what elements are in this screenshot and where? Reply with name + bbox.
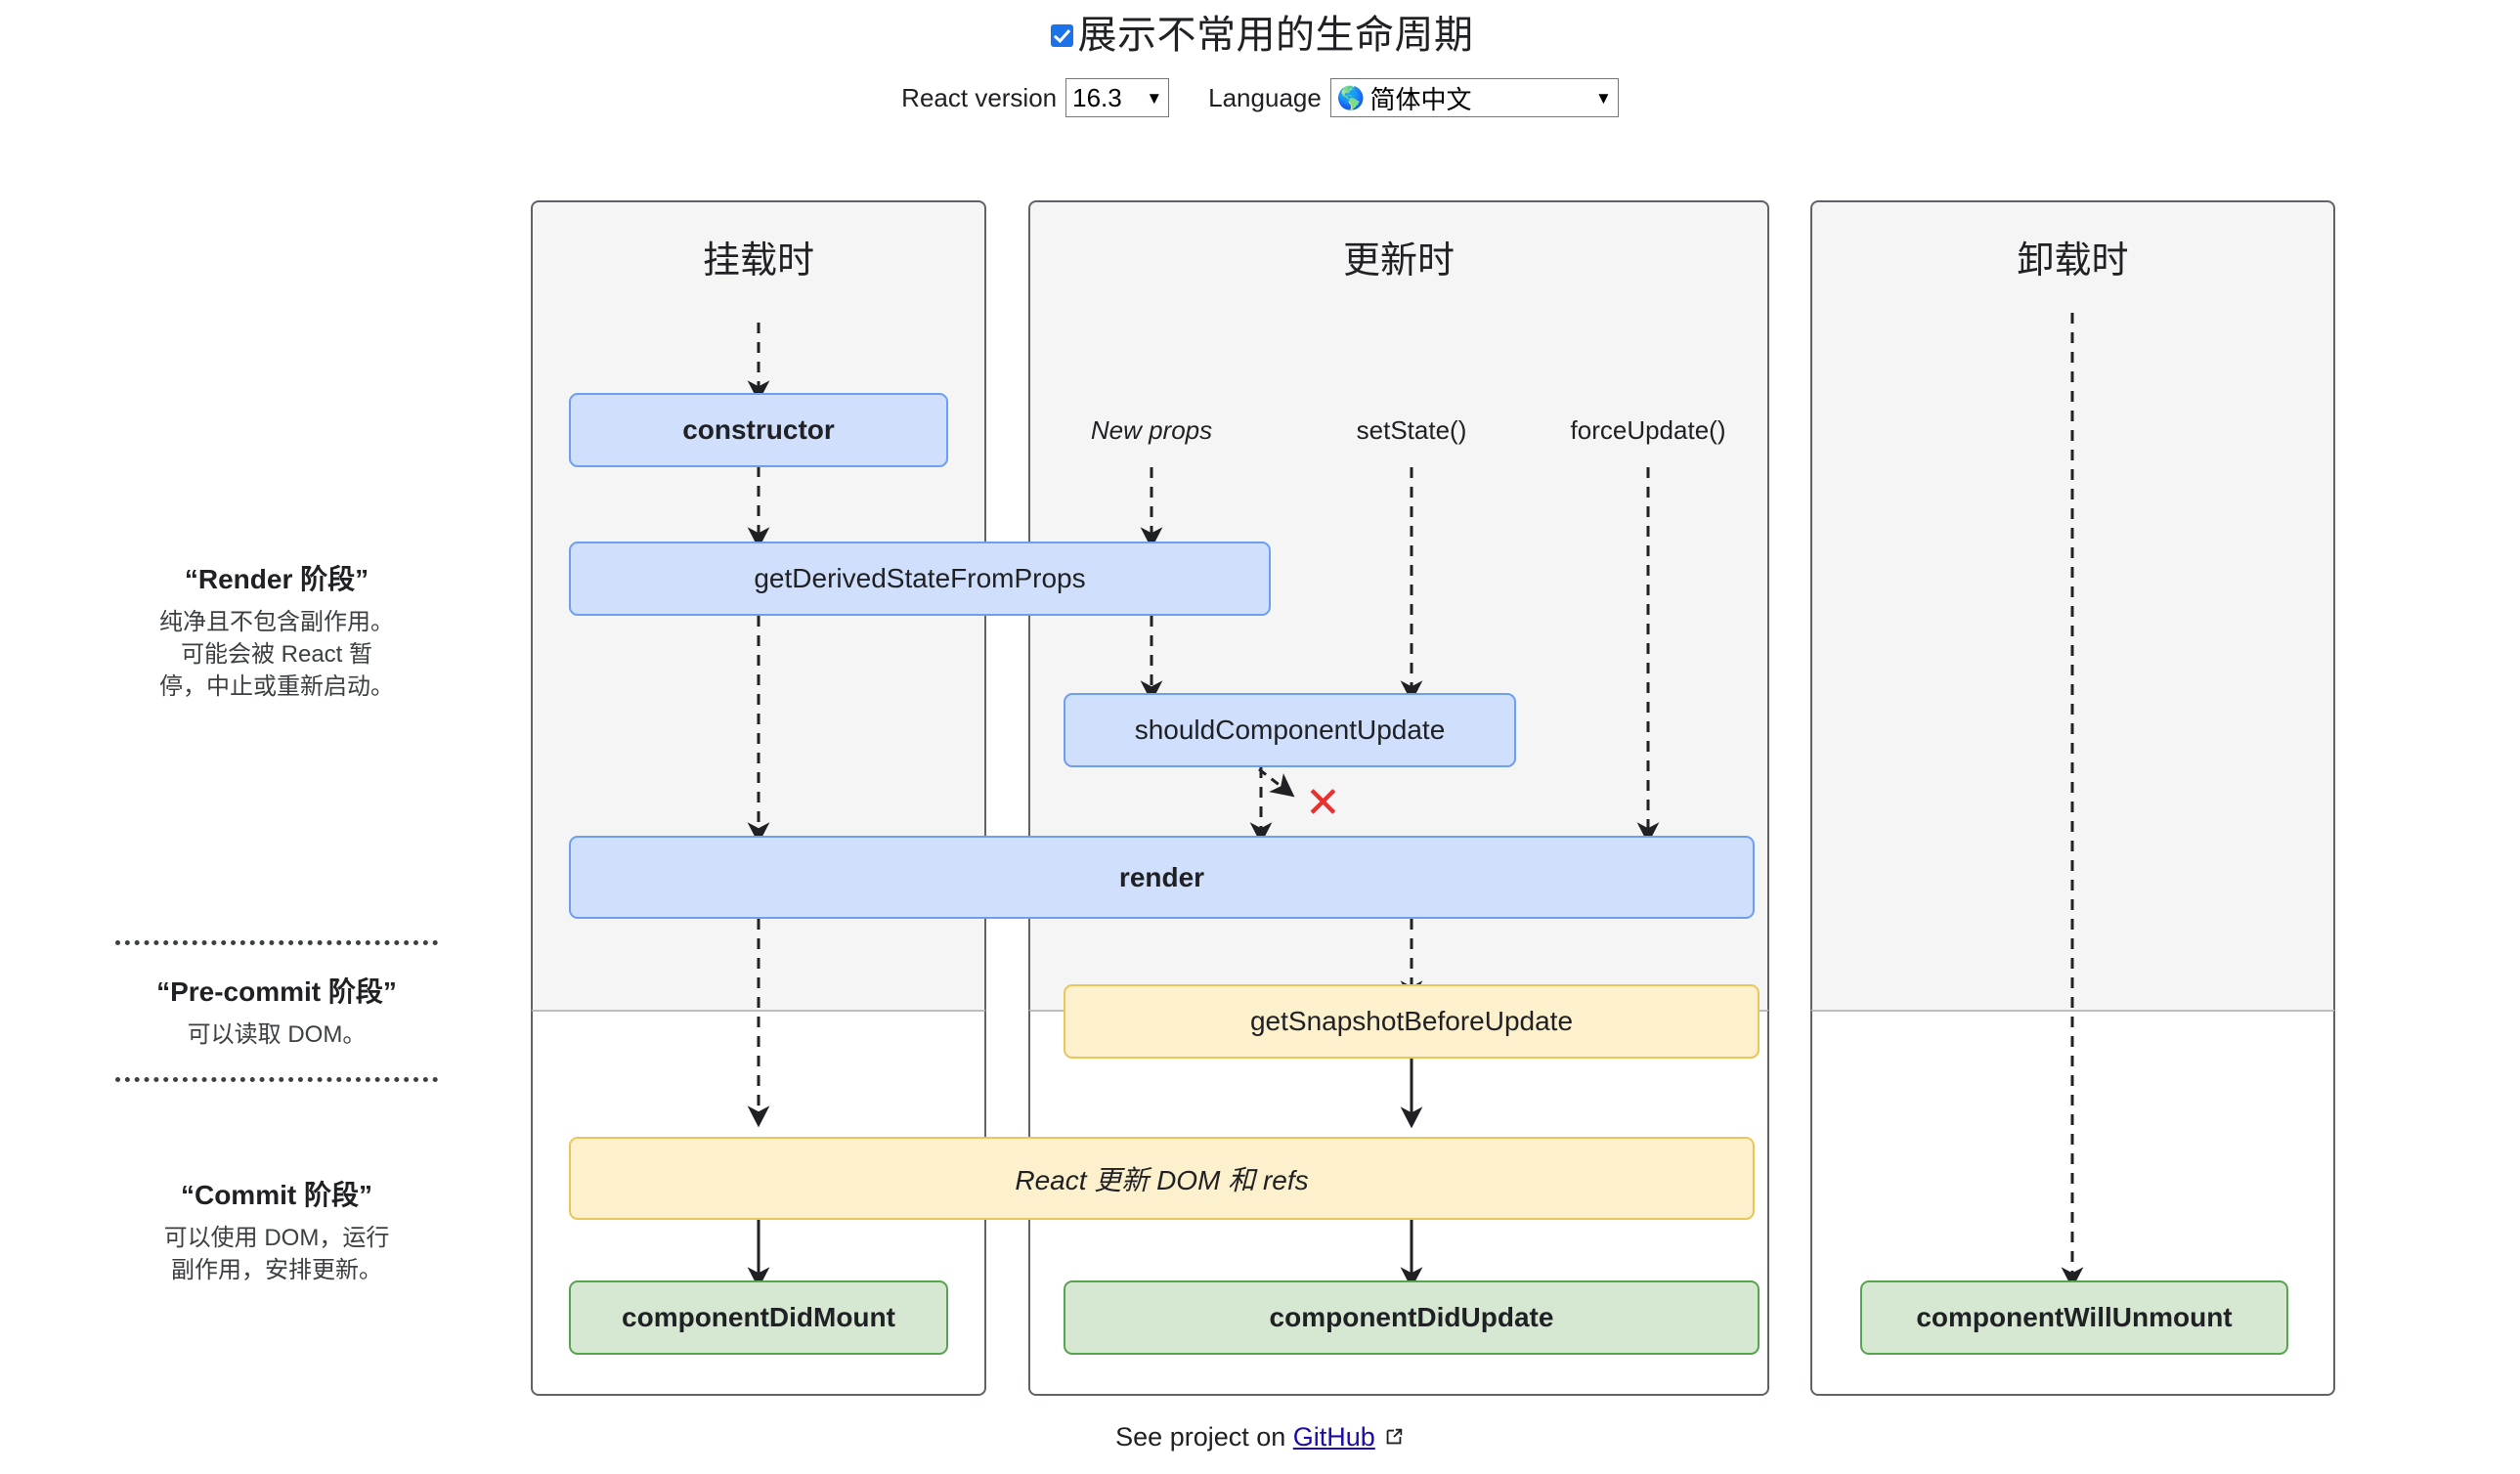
react-version-value: 16.3 (1072, 82, 1122, 112)
page-title: 展示不常用的生命周期 (1077, 14, 1474, 57)
footer-text: See project on (1115, 1422, 1293, 1452)
column-title-mounting: 挂载时 (702, 240, 814, 282)
phase-commit: “Commit 阶段” 可以使用 DOM，运行 副作用，安排更新。 (115, 1178, 438, 1286)
phase-render-desc-l1: 纯净且不包含副作用。 (159, 609, 394, 635)
title-row: 展示不常用的生命周期 (0, 0, 2520, 57)
controls-row: React version 16.3 ▼ Language 🌎 简体中文 ▼ (0, 78, 2520, 117)
trigger-force-update: forceUpdate() (1570, 415, 1726, 445)
language-label: Language (1208, 82, 1322, 112)
header: 展示不常用的生命周期 React version 16.3 ▼ Language… (0, 0, 2520, 117)
node-render[interactable]: render (569, 836, 1755, 919)
phase-commit-desc-l2: 副作用，安排更新。 (171, 1257, 382, 1284)
node-getDerivedStateFromProps[interactable]: getDerivedStateFromProps (569, 542, 1271, 616)
node-shouldComponentUpdate[interactable]: shouldComponentUpdate (1064, 693, 1516, 767)
phase-render-desc: 纯净且不包含副作用。 可能会被 React 暂 停，中止或重新启动。 (115, 606, 438, 703)
globe-icon: 🌎 (1336, 84, 1366, 110)
language-value: 简体中文 (1369, 84, 1472, 114)
phase-commit-desc: 可以使用 DOM，运行 副作用，安排更新。 (115, 1222, 438, 1286)
phase-precommit-desc: 可以读取 DOM。 (187, 1021, 367, 1048)
phase-precommit-title: “Pre-commit 阶段” (156, 976, 397, 1007)
red-x-icon: ✕ (1305, 779, 1341, 827)
react-version-label: React version (901, 82, 1058, 112)
external-link-icon (1383, 1424, 1405, 1454)
phase-render-desc-l2: 可能会被 React 暂 (180, 641, 373, 669)
language-value-wrap: 🌎 简体中文 (1337, 80, 1472, 116)
phase-render-desc-l3: 停，中止或重新启动。 (159, 673, 394, 701)
github-link[interactable]: GitHub (1292, 1422, 1375, 1452)
column-title-updating: 更新时 (1342, 240, 1455, 282)
node-componentDidUpdate[interactable]: componentDidUpdate (1064, 1280, 1760, 1355)
phase-divider-bottom (115, 1077, 438, 1082)
node-react-updates-dom[interactable]: React 更新 DOM 和 refs (569, 1137, 1755, 1220)
chevron-down-icon: ▼ (1146, 88, 1163, 108)
node-constructor[interactable]: constructor (569, 393, 948, 467)
footer: See project on GitHub (0, 1422, 2520, 1454)
phase-commit-title: “Commit 阶段” (180, 1180, 372, 1210)
phase-render-title: “Render 阶段” (184, 564, 369, 594)
node-getSnapshotBeforeUpdate[interactable]: getSnapshotBeforeUpdate (1064, 984, 1760, 1059)
chevron-down-icon: ▼ (1595, 88, 1612, 108)
column-panel-unmounting-top (1810, 200, 2335, 1012)
node-componentDidMount[interactable]: componentDidMount (569, 1280, 948, 1355)
phase-precommit: “Pre-commit 阶段” 可以读取 DOM。 (115, 975, 438, 1051)
node-componentWillUnmount[interactable]: componentWillUnmount (1860, 1280, 2288, 1355)
language-select[interactable]: 🌎 简体中文 ▼ (1329, 78, 1619, 117)
column-title-unmounting: 卸载时 (2017, 240, 2129, 282)
show-less-common-lifecycles-checkbox[interactable] (1050, 23, 1073, 47)
trigger-new-props: New props (1090, 415, 1213, 445)
trigger-set-state: setState() (1356, 415, 1467, 445)
phase-divider-top (115, 940, 438, 945)
phase-commit-desc-l1: 可以使用 DOM，运行 (163, 1225, 390, 1251)
phase-render: “Render 阶段” 纯净且不包含副作用。 可能会被 React 暂 停，中止… (115, 562, 438, 703)
react-version-select[interactable]: 16.3 ▼ (1065, 78, 1170, 117)
